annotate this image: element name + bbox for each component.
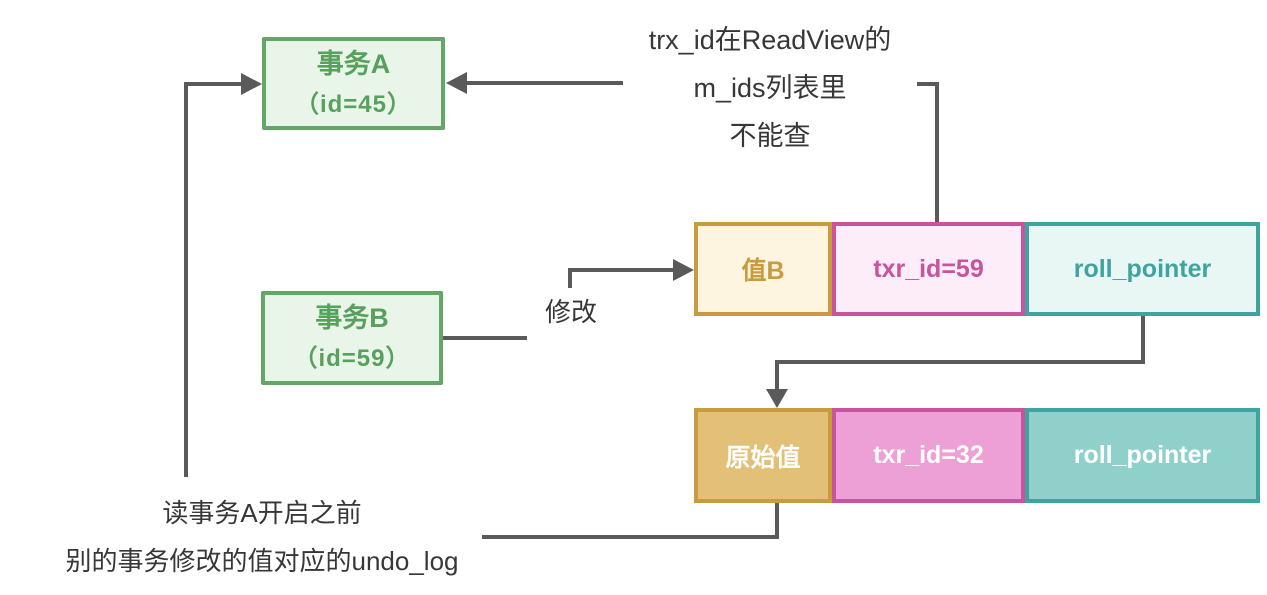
arrowhead-left-icon [446, 72, 467, 94]
current-record-trx-id-cell: txr_id=59 [832, 222, 1025, 316]
transaction-a-title: 事务A [316, 48, 391, 79]
transaction-a-box: 事务A （id=45） [262, 37, 445, 130]
arrow-readview-note-to-transaction-a [446, 72, 623, 94]
transaction-b-title: 事务B [315, 303, 389, 333]
arrowhead-down-icon [766, 389, 788, 408]
transaction-a-id: （id=45） [294, 90, 413, 118]
arrow-modify-to-value-b [568, 259, 694, 288]
undo-note: 读事务A开启之前 别的事务修改的值对应的undo_log [32, 489, 492, 585]
arrow-roll-pointer-to-undo-record [766, 316, 1145, 408]
undo-note-line-2: 别的事务修改的值对应的undo_log [65, 546, 459, 576]
current-record-value-cell: 值B [694, 222, 832, 316]
transaction-b-box: 事务B （id=59） [261, 291, 443, 385]
current-record-roll-pointer-cell: roll_pointer [1025, 222, 1260, 316]
undo-record-value-cell: 原始值 [694, 408, 832, 503]
readview-note-line-3: 不能查 [729, 121, 811, 151]
arrow-undo-note-to-transaction-a [184, 73, 262, 477]
line-readview-note-to-current-record [917, 82, 939, 222]
readview-note-line-2: m_ids列表里 [693, 73, 847, 103]
transaction-b-id: （id=59） [293, 345, 411, 372]
readview-note-line-1: trx_id在ReadView的 [648, 25, 892, 55]
arrowhead-right-icon [241, 73, 262, 95]
modify-label: 修改 [544, 297, 597, 327]
readview-note: trx_id在ReadView的 m_ids列表里 不能查 [600, 16, 940, 160]
arrowhead-right-icon [673, 259, 694, 281]
undo-record-roll-pointer-cell: roll_pointer [1025, 408, 1260, 503]
line-undo-record-to-undo-note [482, 503, 779, 539]
undo-record-trx-id-cell: txr_id=32 [832, 408, 1025, 503]
undo-note-line-1: 读事务A开启之前 [162, 498, 362, 528]
